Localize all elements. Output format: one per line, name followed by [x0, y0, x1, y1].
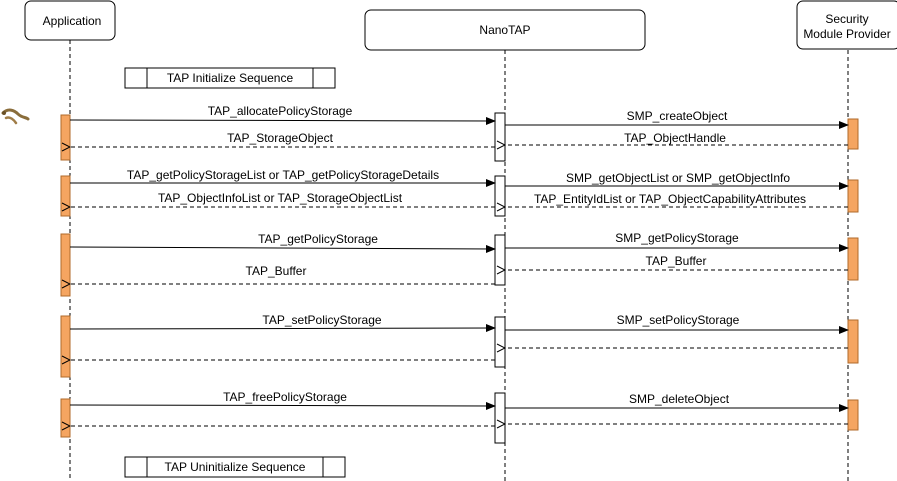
msg-label-m8: TAP_ObjectInfoList or TAP_StorageObjectL… [158, 191, 403, 205]
msg-arrow-m13 [69, 324, 496, 333]
nano-activation-1 [494, 112, 506, 162]
msg-arrow-m9 [69, 244, 496, 253]
worm-icon [1, 108, 30, 125]
participant-nanotap-label: NanoTAP [479, 23, 530, 37]
msg-label-m3: TAP_ObjectHandle [624, 131, 726, 145]
participant-nanotap[interactable]: NanoTAP [364, 9, 646, 51]
nano-activation-2 [494, 175, 506, 217]
smp-activation-5 [847, 399, 859, 431]
msg-label-m4: TAP_StorageObject [227, 131, 333, 145]
participant-application[interactable]: Application [24, 0, 116, 41]
smp-activation-3 [847, 237, 859, 281]
msg-label-m12: TAP_Buffer [246, 264, 307, 278]
app-activation-3 [60, 233, 71, 297]
app-activation-4 [60, 315, 71, 378]
msg-label-m7: TAP_EntityIdList or TAP_ObjectCapability… [534, 192, 806, 206]
app-activation-1 [60, 114, 71, 161]
nano-activation-4 [494, 316, 506, 368]
msg-label-m10: SMP_getPolicyStorage [615, 231, 739, 245]
smp-activation-4 [847, 319, 859, 364]
frame-uninit-sequence[interactable]: TAP Uninitialize Sequence [124, 456, 346, 478]
msg-label-m5: TAP_getPolicyStorageList or TAP_getPolic… [127, 168, 439, 182]
participant-smp[interactable]: Security Module Provider [796, 0, 897, 50]
activations [60, 112, 859, 444]
smp-activation-1 [847, 118, 859, 150]
nano-activation-3 [494, 234, 506, 286]
msg-label-m17: TAP_freePolicyStorage [223, 390, 347, 404]
app-activation-2 [60, 175, 71, 217]
frame-uninit-label: TAP Uninitialize Sequence [165, 460, 306, 474]
msg-label-m18: SMP_deleteObject [629, 392, 730, 406]
participant-application-label: Application [43, 14, 102, 28]
msg-label-m14: SMP_setPolicyStorage [617, 313, 740, 327]
smp-activation-2 [847, 179, 859, 213]
nano-activation-5 [494, 392, 506, 444]
msg-label-m2: SMP_createObject [627, 109, 728, 123]
msg-label-m1: TAP_allocatePolicyStorage [208, 104, 353, 118]
participant-smp-label-line1: Security [825, 12, 868, 26]
msg-label-m6: SMP_getObjectList or SMP_getObjectInfo [566, 171, 790, 185]
frame-init-label: TAP Initialize Sequence [167, 71, 294, 85]
msg-arrow-m17 [69, 401, 496, 410]
msg-label-m9: TAP_getPolicyStorage [258, 232, 378, 246]
msg-label-m11: TAP_Buffer [646, 254, 707, 268]
msg-arrow-m1 [69, 116, 496, 125]
frame-init-sequence[interactable]: TAP Initialize Sequence [124, 67, 336, 89]
participant-smp-label-line2: Module Provider [803, 27, 890, 41]
msg-label-m13: TAP_setPolicyStorage [262, 313, 381, 327]
app-activation-5 [60, 398, 71, 438]
